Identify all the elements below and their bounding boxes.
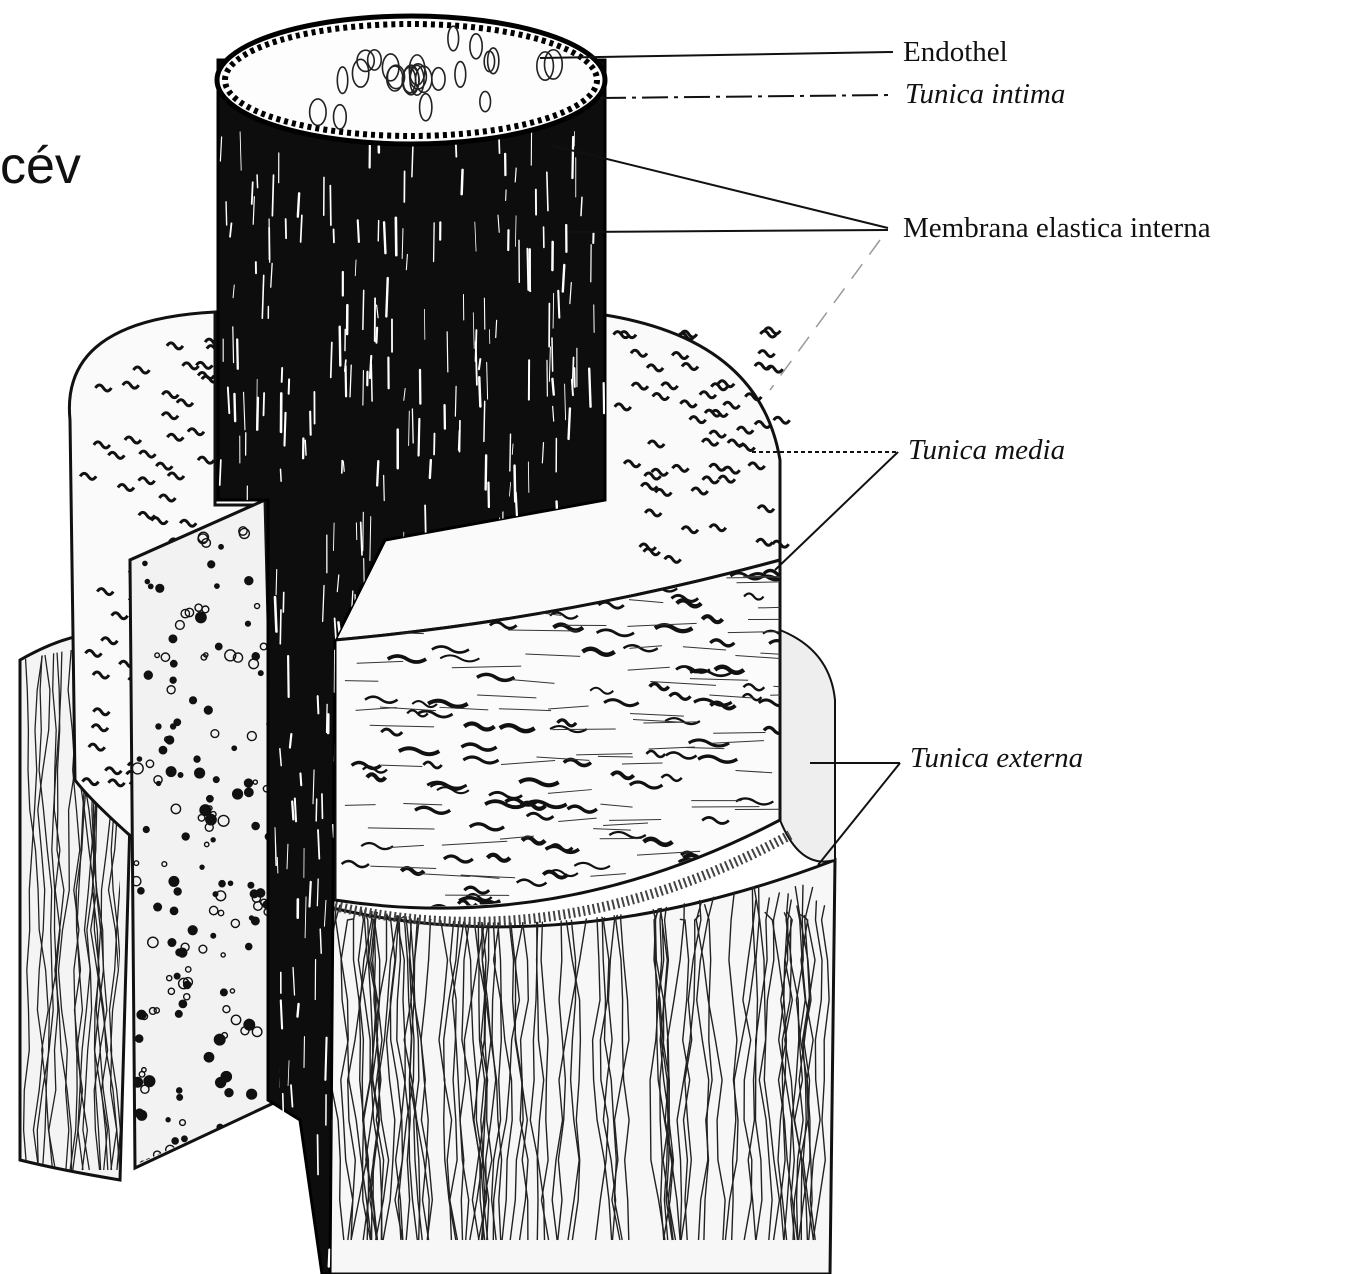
- label-membrana-elastica-interna: Membrana elastica interna: [903, 212, 1211, 245]
- label-tunica-intima: Tunica intima: [905, 78, 1065, 111]
- slide-title: cév: [0, 140, 81, 192]
- label-tunica-media: Tunica media: [908, 434, 1065, 467]
- label-endothel: Endothel: [903, 36, 1008, 69]
- label-tunica-externa: Tunica externa: [910, 742, 1083, 775]
